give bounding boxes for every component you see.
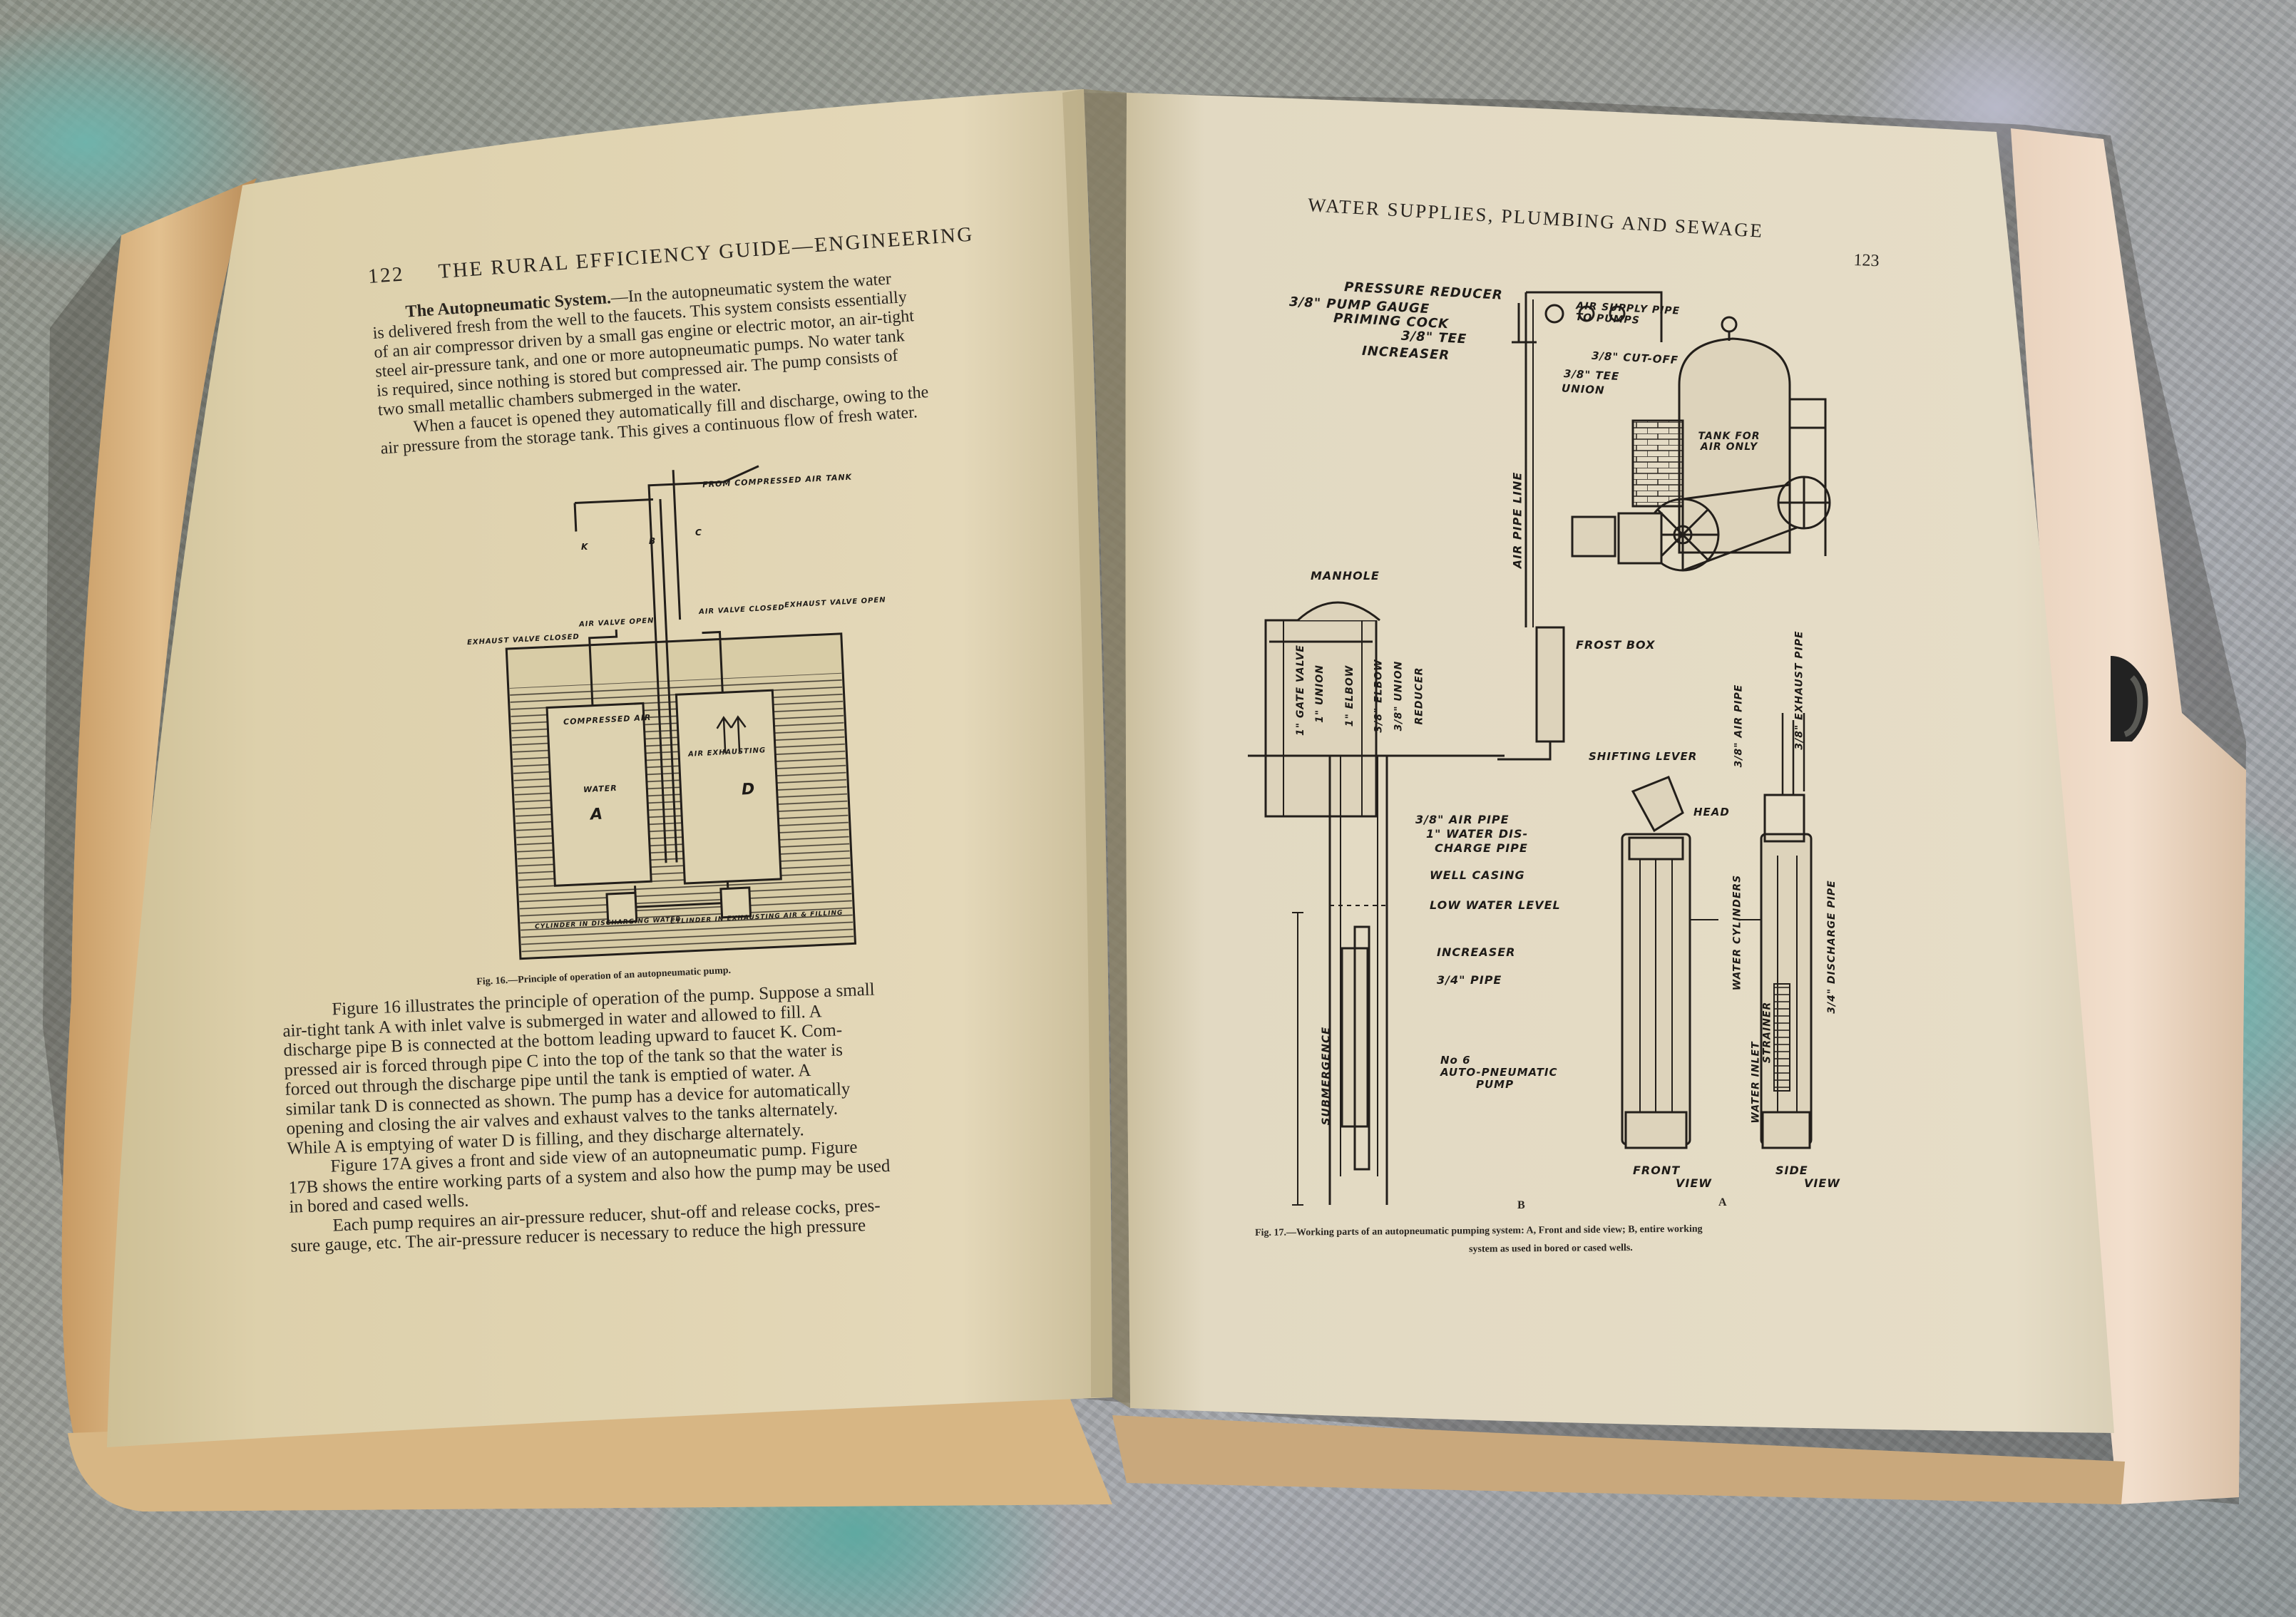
fig17-label-front-view: VIEW — [1676, 1176, 1712, 1190]
fig17-label-union-38: 3/8" UNION — [1393, 660, 1405, 732]
left-page-edges — [61, 178, 257, 1483]
fig17-label-air-pipe: 3/8" AIR PIPE — [1415, 813, 1510, 826]
fig17-label-gate-valve: 1" GATE VALVE — [1295, 645, 1306, 736]
fig17-label-water-inlet: WATER INLET — [1750, 1041, 1762, 1124]
fig17-label-low-water: LOW WATER LEVEL — [1430, 898, 1561, 912]
fig17-label-discharge-pipe: 3/4" DISCHARGE PIPE — [1825, 880, 1838, 1014]
right-page-number: 123 — [1853, 251, 1880, 271]
fig17-caption-line-2: system as used in bored or cased wells. — [1469, 1242, 1633, 1255]
fig17-label-submergence: SUBMERGENCE — [1319, 1026, 1333, 1126]
fig17-label-front: FRONT — [1633, 1164, 1681, 1177]
fig17-label-reducer: REDUCER — [1413, 667, 1425, 725]
fig16-label-a: A — [590, 805, 604, 824]
figure-17-tank-assembly — [1497, 291, 1831, 761]
fig17-label-exhaust-pipe: 3/8" EXHAUST PIPE — [1793, 630, 1805, 750]
fig17-label-frost-box: FROST BOX — [1576, 638, 1656, 652]
fig16-label-k: K — [581, 542, 589, 552]
fig17-label-well-casing: WELL CASING — [1430, 868, 1525, 882]
fig16-label-c: C — [695, 528, 702, 538]
fig17-label-charge-pipe: CHARGE PIPE — [1435, 841, 1528, 855]
fig17-label-head: HEAD — [1693, 806, 1730, 818]
fig17-label-elbow-1: 1" ELBOW — [1344, 664, 1356, 727]
fig17-label-union-1: 1" UNION — [1313, 664, 1326, 723]
fig17-label-side: SIDE — [1775, 1164, 1808, 1177]
figure-16-diagram — [505, 465, 857, 960]
fig17-label-no6: No 6 — [1440, 1054, 1471, 1067]
fig17-label-tank-for-air: TANK FOR AIR ONLY — [1698, 431, 1761, 453]
fig17-label-manhole: MANHOLE — [1311, 569, 1380, 582]
left-paragraph-3: Figure 16 illustrates the principle of o… — [282, 980, 893, 1256]
figure-17-pump-views — [1621, 713, 1813, 1149]
right-page-edges — [2011, 128, 2246, 1504]
fig17-label-air-pipe-line: AIR PIPE LINE — [1510, 471, 1524, 569]
fig17-panel-b: B — [1517, 1199, 1525, 1211]
fig17-label-water-cylinders: WATER CYLINDERS — [1731, 874, 1743, 991]
fig16-label-b: B — [649, 536, 657, 546]
fig17-label-increaser-2: INCREASER — [1437, 945, 1516, 959]
fig17-label-pipe-34: 3/4" PIPE — [1437, 973, 1502, 987]
figure-17-well-system — [1248, 601, 1505, 1206]
fig17-panel-a: A — [1718, 1196, 1727, 1208]
fig17-label-auto-pneumatic: AUTO-PNEUMATIC — [1440, 1066, 1558, 1079]
fig17-label-water-dis: 1" WATER DIS- — [1426, 827, 1529, 841]
fig17-label-air-pipe-side: 3/8" AIR PIPE — [1733, 684, 1745, 768]
fig17-label-strainer: STRAINER — [1761, 1001, 1773, 1064]
fig17-label-union: UNION — [1561, 381, 1606, 397]
fig17-label-side-view: VIEW — [1804, 1176, 1840, 1190]
fig17-label-elbow-38: 3/8" ELBOW — [1373, 659, 1385, 733]
right-page — [1125, 93, 2114, 1433]
fig17-label-pump: PUMP — [1476, 1078, 1515, 1091]
fig16-label-d: D — [741, 780, 756, 799]
fig16-label-water: WATER — [583, 783, 618, 795]
fig17-label-shifting-lever: SHIFTING LEVER — [1589, 750, 1698, 763]
left-page-number: 122 — [367, 262, 406, 288]
